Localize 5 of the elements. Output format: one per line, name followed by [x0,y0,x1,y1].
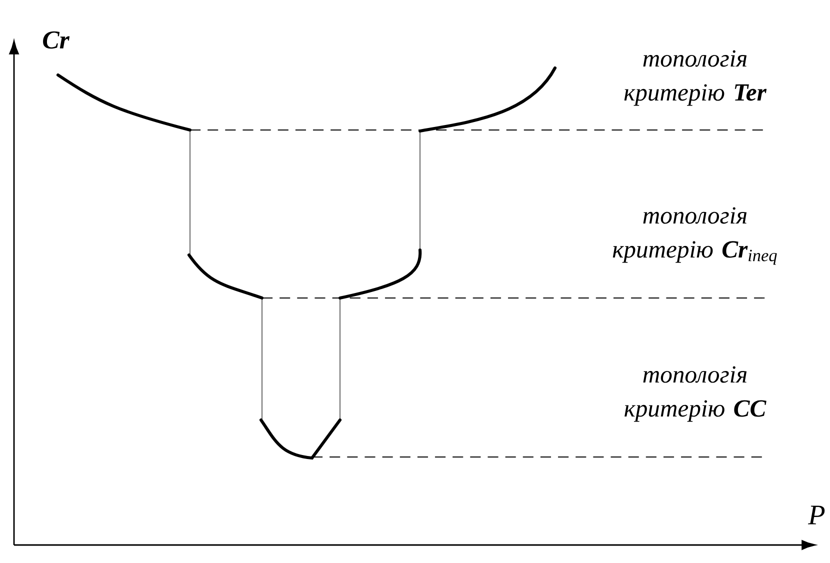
annotation-text: топологія критерію Ter [624,50,767,106]
axis-label: P [808,506,825,524]
axis-label: Cr [43,31,70,49]
annotation-text: топологія критерію Cr$_{ineq}$ [612,207,777,265]
annotation-text: топологія критерію CC [624,366,766,422]
